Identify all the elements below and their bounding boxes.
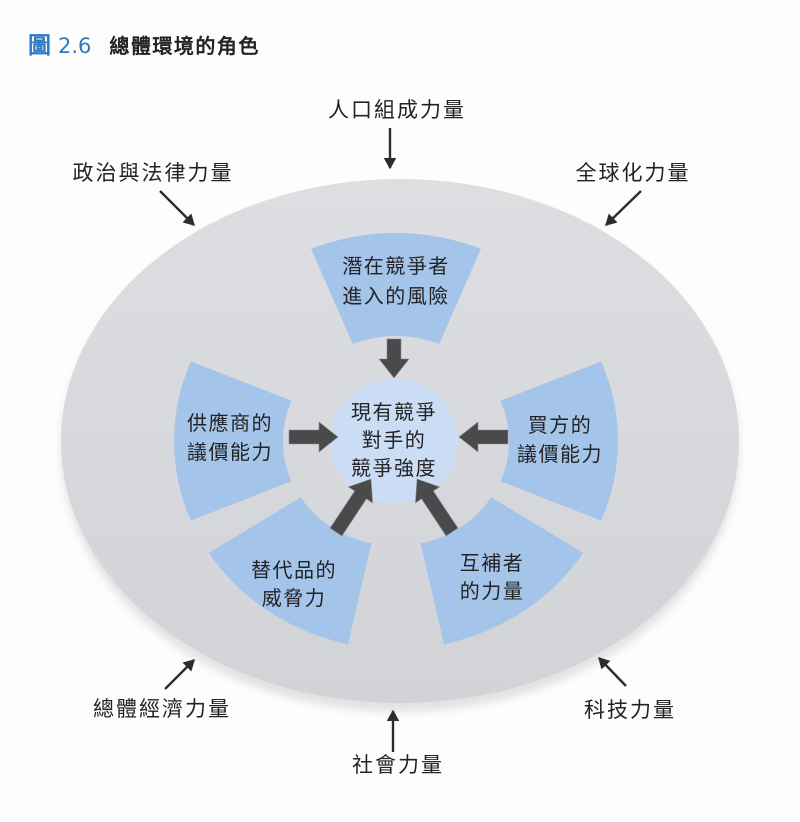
figure-label: 圖 xyxy=(28,33,51,59)
wedge-label-line: 威脅力 xyxy=(262,586,327,610)
thick-arrow-up-right-icon xyxy=(329,478,373,537)
macro-force-label: 人口組成力量 xyxy=(328,98,466,122)
macro-force-label: 社會力量 xyxy=(352,753,444,777)
arrow-up-right-icon xyxy=(164,659,195,690)
wedge-substitute-buyers xyxy=(500,361,618,521)
thick-arrow-left-icon xyxy=(458,421,509,453)
wedge-label-line: 議價能力 xyxy=(517,442,603,466)
macro-force-label: 政治與法律力量 xyxy=(73,161,234,185)
wedge-label-line: 潛在競爭者 xyxy=(342,254,450,278)
wedge-complementors xyxy=(420,497,584,645)
macro-force-bottom-right: 科技力量 xyxy=(584,657,676,722)
macro-force-top: 人口組成力量 xyxy=(328,98,466,170)
thick-arrow-right-icon xyxy=(288,421,339,453)
macro-force-label: 全球化力量 xyxy=(576,161,691,185)
macro-force-label: 科技力量 xyxy=(584,698,676,722)
center-rivalry-circle xyxy=(330,379,458,503)
wedge-suppliers xyxy=(174,361,292,521)
wedge-label-line: 議價能力 xyxy=(187,440,273,464)
wedge-potential-entrants xyxy=(311,232,481,344)
arrow-up-left-icon xyxy=(598,657,627,687)
thick-arrow-up-left-icon xyxy=(415,478,459,537)
macro-force-bottom-left: 總體經濟力量 xyxy=(93,659,231,721)
thick-arrow-down-icon xyxy=(378,338,410,379)
page-title: 總體環境的角色 xyxy=(109,34,260,58)
center-label-line: 競爭強度 xyxy=(351,456,437,480)
wedge-label-line: 進入的風險 xyxy=(342,284,450,308)
macro-force-top-right: 全球化力量 xyxy=(576,161,691,226)
wedge-substitutes xyxy=(208,497,372,645)
wedge-label-line: 的力量 xyxy=(460,579,525,603)
arrow-down-left-icon xyxy=(605,190,642,226)
wedge-label-line: 互補者 xyxy=(460,551,525,575)
macro-force-top-left: 政治與法律力量 xyxy=(73,161,234,226)
wedge-label-line: 供應商的 xyxy=(187,411,273,435)
center-label-line: 現有競爭 xyxy=(351,400,437,424)
figure-caption: 圖 2.6 總體環境的角色 xyxy=(28,26,260,60)
center-label-line: 對手的 xyxy=(362,428,427,452)
wedge-label-line: 買方的 xyxy=(528,413,593,437)
macro-force-label: 總體經濟力量 xyxy=(93,697,231,721)
arrow-down-right-icon xyxy=(159,190,195,226)
wedge-label-line: 替代品的 xyxy=(251,558,337,582)
figure-number: 2.6 xyxy=(58,34,92,58)
macro-force-bottom: 社會力量 xyxy=(352,709,444,777)
